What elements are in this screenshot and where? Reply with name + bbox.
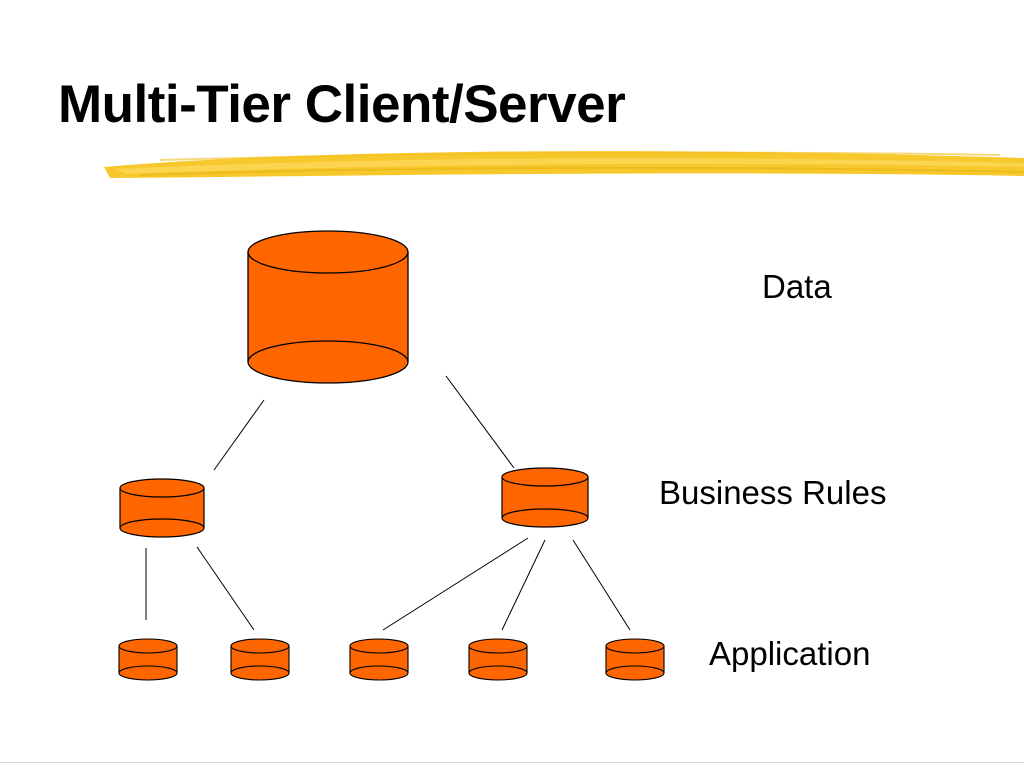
connector-line bbox=[196, 546, 255, 631]
connector-line bbox=[382, 537, 529, 631]
application-cylinder-3 bbox=[349, 638, 409, 681]
data-tier-cylinder bbox=[247, 230, 409, 384]
tier-label-data: Data bbox=[762, 268, 832, 305]
business-rules-cylinder-right bbox=[501, 467, 589, 528]
tier-label-application: Application bbox=[709, 635, 871, 672]
tier-label-business-rules: Business Rules bbox=[659, 474, 887, 511]
application-cylinder-4 bbox=[468, 638, 528, 681]
application-cylinder-5 bbox=[605, 638, 665, 681]
slide-title: Multi-Tier Client/Server bbox=[58, 75, 626, 134]
connector-line bbox=[213, 399, 265, 471]
connector-lines bbox=[145, 375, 631, 631]
application-cylinder-1 bbox=[118, 638, 178, 681]
business-rules-cylinder-left bbox=[119, 478, 205, 538]
connector-line bbox=[572, 539, 631, 631]
bottom-divider bbox=[0, 762, 1024, 763]
title-underline bbox=[104, 151, 1024, 178]
application-cylinder-2 bbox=[230, 638, 290, 681]
connector-line bbox=[501, 539, 546, 631]
connector-line bbox=[445, 375, 515, 469]
